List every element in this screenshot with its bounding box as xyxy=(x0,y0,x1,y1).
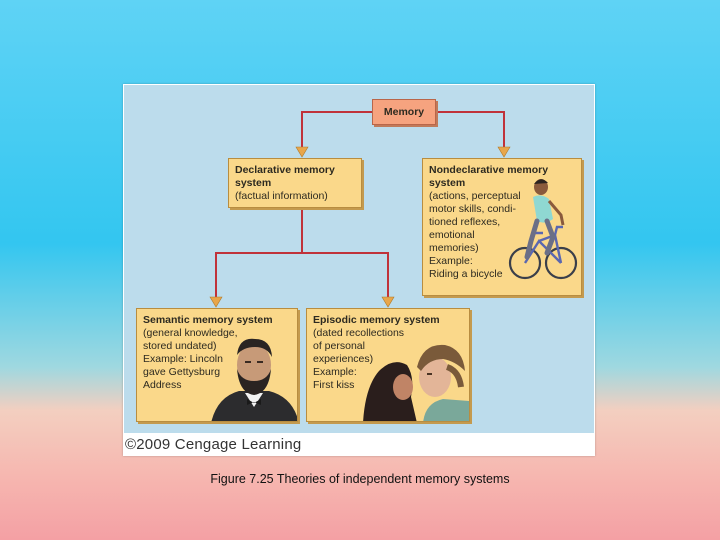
episodic-line: First kiss xyxy=(313,379,355,391)
nondeclarative-title: Nondeclarative memory system xyxy=(429,164,549,189)
nondeclarative-line: motor skills, condi- xyxy=(429,203,516,215)
semantic-line: Example: Lincoln xyxy=(143,353,223,365)
nondeclarative-line: tioned reflexes, xyxy=(429,216,501,228)
declarative-line: (factual information) xyxy=(235,190,328,202)
arrowhead-semantic xyxy=(209,296,223,308)
declarative-box: Declarative memory system (factual infor… xyxy=(228,158,362,208)
arrowhead-nondeclarative xyxy=(497,146,511,158)
first-kiss-illustration xyxy=(363,344,469,421)
semantic-line: stored undated) xyxy=(143,340,217,352)
nondeclarative-line: Example: xyxy=(429,255,473,267)
connector-arrows xyxy=(209,111,511,308)
lincoln-portrait-illustration xyxy=(211,338,297,421)
connector-memory-nondeclarative xyxy=(436,111,505,155)
semantic-box: Semantic memory system (general knowledg… xyxy=(136,308,298,422)
memory-label: Memory xyxy=(383,106,425,118)
nondeclarative-box: Nondeclarative memory system (actions, p… xyxy=(422,158,582,296)
episodic-line: of personal xyxy=(313,340,365,352)
connector-declarative-episodic xyxy=(302,252,389,305)
figure: Memory Declarative memory system (factua… xyxy=(123,84,595,456)
nondeclarative-line: memories) xyxy=(429,242,479,254)
episodic-line: Example: xyxy=(313,366,357,378)
connector-declarative-split xyxy=(215,208,303,305)
nondeclarative-line: emotional xyxy=(429,229,475,241)
arrowhead-episodic xyxy=(381,296,395,308)
diagram-panel: Memory Declarative memory system (factua… xyxy=(124,85,594,433)
nondeclarative-line: Riding a bicycle xyxy=(429,268,503,280)
figure-caption: Figure 7.25 Theories of independent memo… xyxy=(210,472,510,486)
semantic-title: Semantic memory system xyxy=(143,314,273,326)
connector-memory-declarative xyxy=(301,111,372,155)
nondeclarative-line: (actions, perceptual xyxy=(429,190,521,202)
semantic-line: gave Gettysburg xyxy=(143,366,221,378)
memory-box: Memory xyxy=(372,99,436,125)
episodic-line: (dated recollections xyxy=(313,327,405,339)
declarative-title: Declarative memory system xyxy=(235,164,335,189)
semantic-line: Address xyxy=(143,379,182,391)
episodic-line: experiences) xyxy=(313,353,374,365)
episodic-box: Episodic memory system (dated recollecti… xyxy=(306,308,470,422)
arrowhead-declarative xyxy=(295,146,309,158)
semantic-line: (general knowledge, xyxy=(143,327,238,339)
copyright-notice: ©2009 Cengage Learning xyxy=(125,436,302,453)
episodic-title: Episodic memory system xyxy=(313,314,440,326)
bicycle-rider-illustration xyxy=(508,179,578,280)
